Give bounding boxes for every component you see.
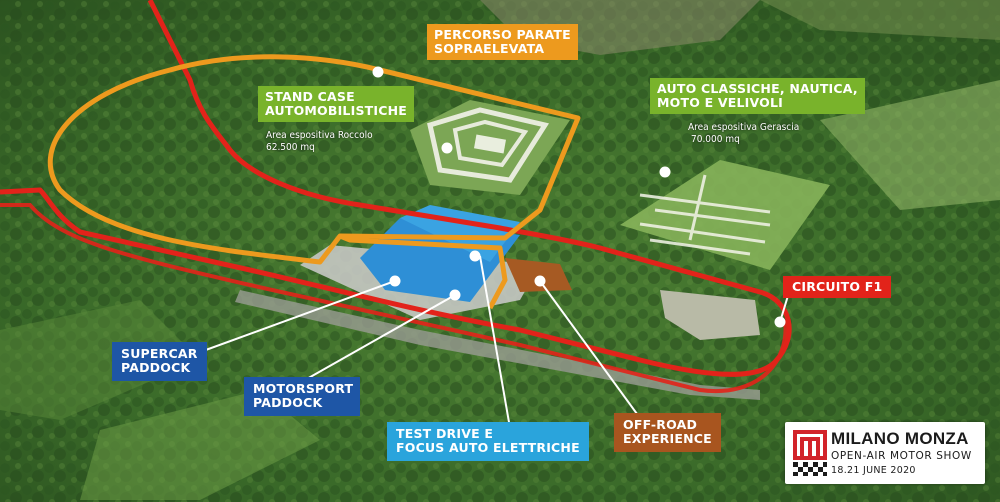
logo-tagline: OPEN-AIR MOTOR SHOW xyxy=(831,450,972,462)
label-offroad: OFF-ROAD EXPERIENCE xyxy=(614,413,721,452)
logo-title: MILANO MONZA xyxy=(831,429,969,448)
roccolo-inner-square xyxy=(452,119,529,168)
roccolo-center xyxy=(474,134,506,154)
label-percorso-parate: PERCORSO PARATE SOPRAELEVATA xyxy=(427,24,578,60)
label-stand-case: STAND CASE AUTOMOBILISTICHE xyxy=(258,86,415,122)
logo-dates: 18.21 JUNE 2020 xyxy=(831,465,916,476)
label-classiche-area: Area espositiva Gerascia 70.000 mq xyxy=(688,122,800,145)
offroad-area xyxy=(505,258,572,292)
marker-motorsport xyxy=(449,289,461,301)
label-auto-classiche: AUTO CLASSICHE, NAUTICA, MOTO E VELIVOLI xyxy=(650,78,865,114)
golf-field xyxy=(820,80,1000,210)
label-circuito-f1: CIRCUITO F1 xyxy=(783,276,892,298)
marker-percorso xyxy=(372,66,384,78)
marker-supercar xyxy=(389,275,401,287)
map-markers xyxy=(372,66,786,328)
parade-route-oval xyxy=(47,54,581,265)
meadow-west xyxy=(0,300,200,420)
label-supercar-paddock: SUPERCAR PADDOCK xyxy=(112,342,207,381)
marker-test-drive xyxy=(469,250,481,262)
monza-m-checkered-logo-icon xyxy=(793,430,827,476)
label-test-drive: TEST DRIVE E FOCUS AUTO ELETTRICHE xyxy=(387,422,589,461)
roccolo-outer-square xyxy=(427,107,550,183)
gerascia-exhibit-grid xyxy=(639,174,771,256)
meadow-south xyxy=(80,390,320,500)
marker-stand xyxy=(441,142,453,154)
event-logo: MILANO MONZA OPEN-AIR MOTOR SHOW 18.21 J… xyxy=(785,422,985,484)
marker-offroad xyxy=(534,275,546,287)
f1-circuit-track xyxy=(0,0,792,377)
parade-route-paddock-loop xyxy=(339,233,508,310)
gerascia-field xyxy=(620,160,830,270)
park-fields xyxy=(760,0,1000,40)
leader-lines xyxy=(191,255,791,429)
f1-circuit-inner-loop xyxy=(0,203,788,394)
marker-classiche xyxy=(659,166,671,178)
label-motorsport-paddock: MOTORSPORT PADDOCK xyxy=(244,377,360,416)
label-stand-area: Area espositiva Roccolo 62.500 mq xyxy=(266,130,373,153)
marker-circuito xyxy=(774,316,786,328)
parking-lot xyxy=(660,290,760,340)
